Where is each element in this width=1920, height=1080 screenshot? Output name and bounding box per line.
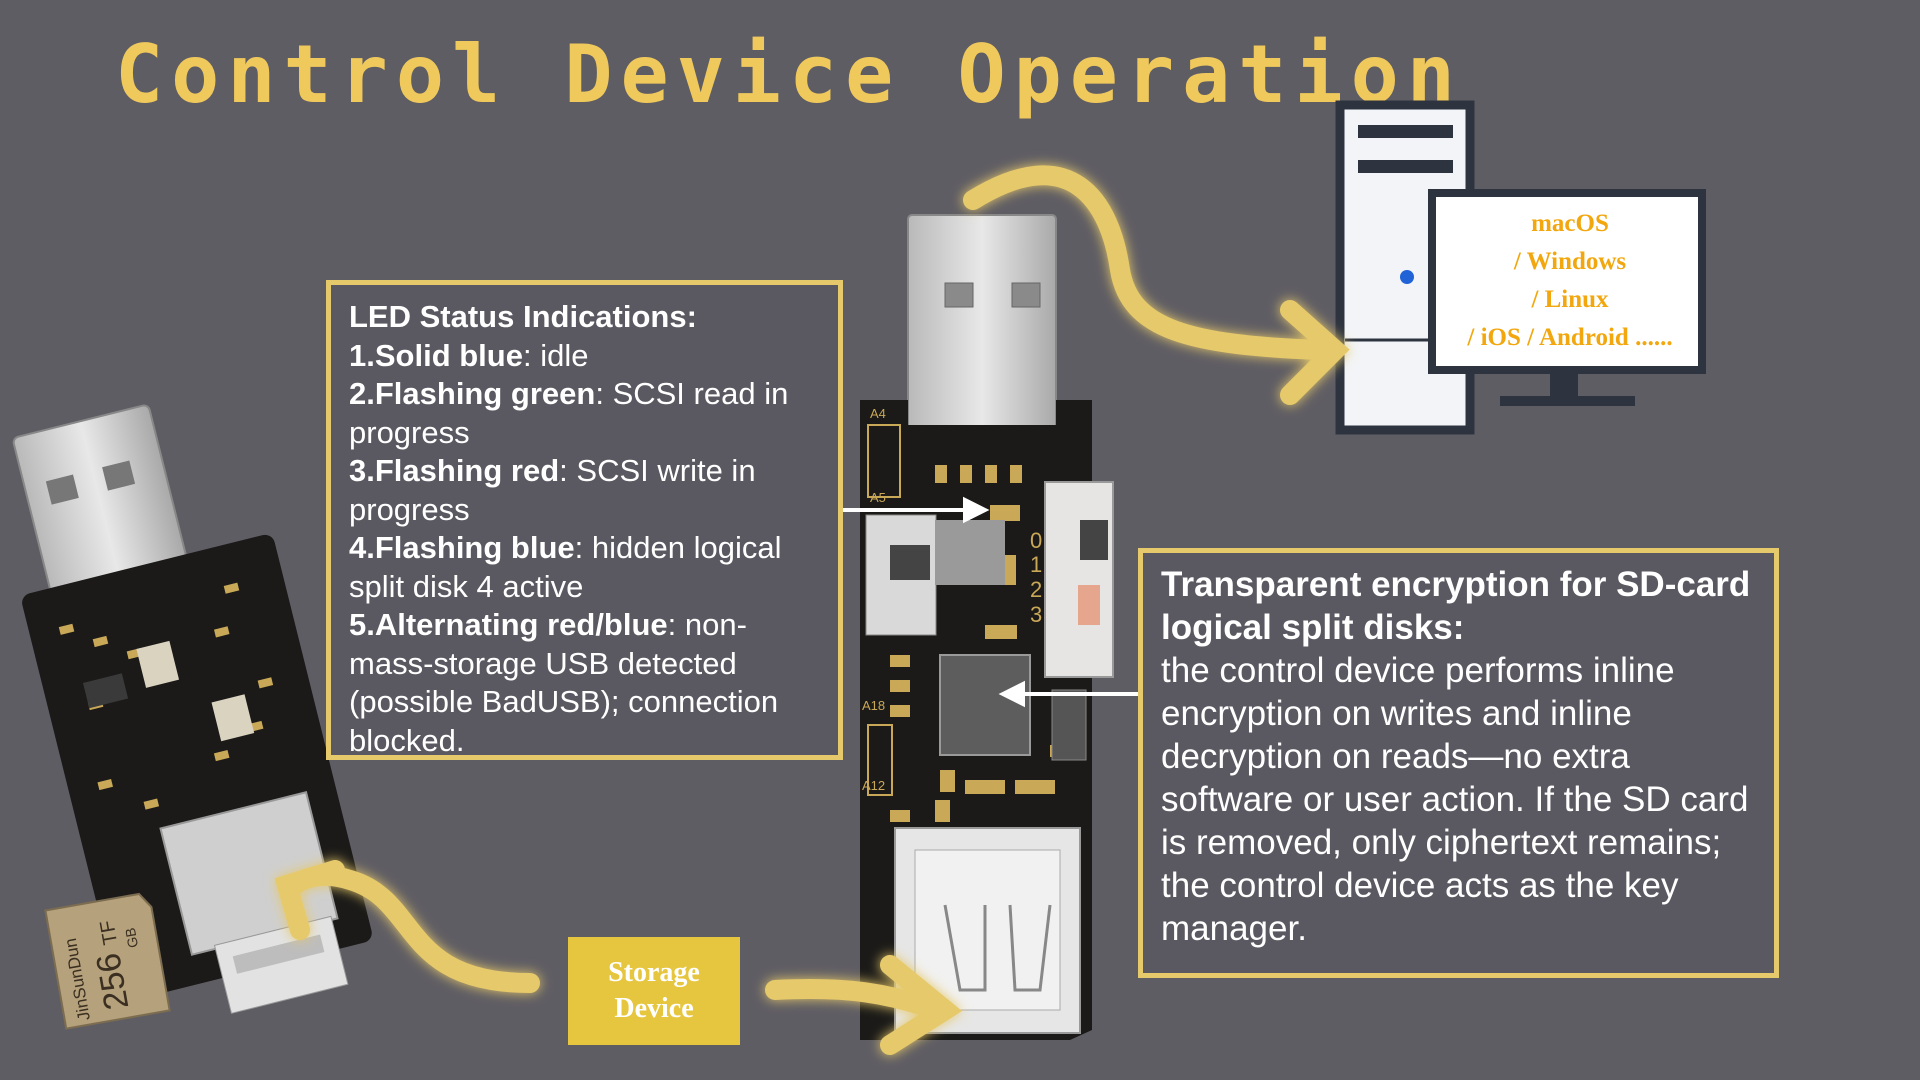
led-status-box: LED Status Indications: 1.Solid blue: id… <box>326 280 843 760</box>
os-list: macOS / Windows / Linux / iOS / Android … <box>1435 205 1705 357</box>
encryption-box: Transparent encryption for SD-card logic… <box>1138 548 1779 978</box>
led-heading: LED Status Indications: <box>349 299 697 334</box>
led-item: 4.Flashing blue: hidden logical split di… <box>349 530 782 604</box>
pin-label-a12: A12 <box>862 778 885 793</box>
flow-arrows <box>274 165 1350 1055</box>
led-item: 3.Flashing red: SCSI write in progress <box>349 453 756 527</box>
storage-line2: Device <box>614 993 694 1024</box>
chip-pointer-head <box>998 680 1025 708</box>
pin-label-a4: A4 <box>870 406 886 421</box>
os-line: macOS <box>1531 210 1609 237</box>
led-item: 1.Solid blue: idle <box>349 337 589 373</box>
page-title: Control Device Operation <box>115 28 1463 121</box>
left-usb-plug-icon <box>12 404 191 608</box>
center-device: 0 1 2 3 A4 A5 A18 A12 <box>860 214 1114 1040</box>
arrow-to-computer <box>963 165 1330 360</box>
arrowhead-to-computer <box>1280 300 1350 405</box>
storage-line1: Storage <box>608 957 700 988</box>
center-usb-plug-icon <box>907 214 1057 466</box>
center-usb-port-icon <box>894 827 1081 1034</box>
switch-digit-3: 3 <box>1030 602 1042 627</box>
sd-card-type: TF <box>96 919 122 947</box>
led-item: 5.Alternating red/blue: non-mass-storage… <box>349 607 779 758</box>
pin-label-a18: A18 <box>862 698 885 713</box>
os-line: / iOS / Android ...... <box>1467 324 1673 351</box>
arrowhead-to-center-device <box>880 955 963 1055</box>
left-usb-port-icon <box>213 915 349 1014</box>
led-pointer-head <box>963 496 990 524</box>
led-item: 2.Flashing green: SCSI read in progress <box>349 376 789 450</box>
sd-card-unit: GB <box>122 926 141 949</box>
arrowhead-to-left-device <box>274 860 345 940</box>
storage-device-label: Storage Device <box>568 937 740 1045</box>
center-pcb-parts <box>865 424 1114 822</box>
switch-digit-0: 0 <box>1030 528 1042 553</box>
computer-icon <box>1335 100 1706 435</box>
encryption-heading: Transparent encryption for SD-card logic… <box>1161 565 1751 647</box>
pin-label-a5: A5 <box>870 490 886 505</box>
os-line: / Windows <box>1513 248 1627 275</box>
switch-digit-2: 2 <box>1030 577 1042 602</box>
left-device: JinSunDun 256 GB TF <box>12 404 372 1030</box>
switch-digit-1: 1 <box>1030 552 1042 577</box>
sd-card-icon: JinSunDun 256 GB TF <box>44 892 171 1030</box>
os-line: / Linux <box>1531 286 1609 313</box>
encryption-body: the control device performs inline encry… <box>1161 651 1749 948</box>
